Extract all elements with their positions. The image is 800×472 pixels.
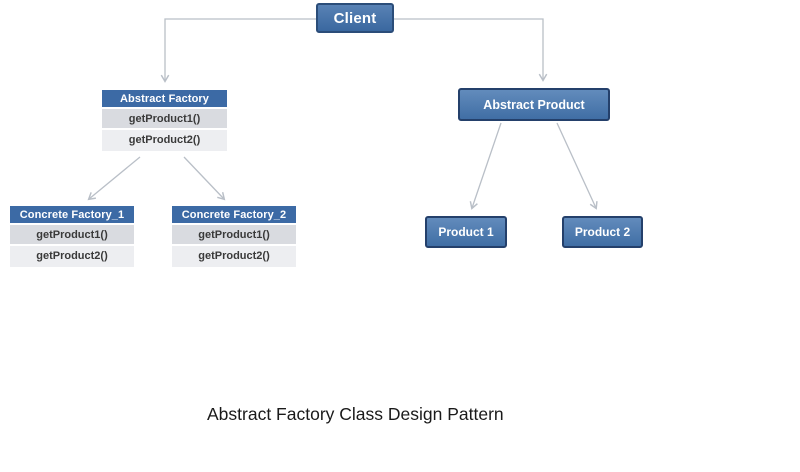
diagram-caption: Abstract Factory Class Design Pattern <box>207 404 504 424</box>
concrete-factory-2-method-2: getProduct2() <box>172 246 296 267</box>
concrete-factory-2-table: Concrete Factory_2 getProduct1() getProd… <box>172 206 296 267</box>
concrete-factory-1-method-1: getProduct1() <box>10 225 134 246</box>
connector-abstract-product-to-product-1 <box>469 122 502 210</box>
abstract-product-box: Abstract Product <box>458 88 610 121</box>
concrete-factory-1-title: Concrete Factory_1 <box>10 206 134 225</box>
abstract-factory-method-1: getProduct1() <box>102 109 227 130</box>
connector-abstract-product-to-product-2 <box>556 122 598 210</box>
abstract-factory-title: Abstract Factory <box>102 90 227 109</box>
abstract-factory-method-2: getProduct2() <box>102 130 227 151</box>
client-box: Client <box>316 3 394 33</box>
abstract-factory-table: Abstract Factory getProduct1() getProduc… <box>102 90 227 151</box>
concrete-factory-2-title: Concrete Factory_2 <box>172 206 296 225</box>
product-2-box: Product 2 <box>562 216 643 248</box>
concrete-factory-1-method-2: getProduct2() <box>10 246 134 267</box>
connector-client-to-abstract-factory <box>160 18 316 83</box>
connector-abstract-factory-to-concrete-factory-1 <box>87 156 141 201</box>
connector-abstract-factory-to-concrete-factory-2 <box>183 156 226 201</box>
concrete-factory-2-method-1: getProduct1() <box>172 225 296 246</box>
product-1-box: Product 1 <box>425 216 507 248</box>
concrete-factory-1-table: Concrete Factory_1 getProduct1() getProd… <box>10 206 134 267</box>
connector-client-to-abstract-product <box>394 18 548 82</box>
